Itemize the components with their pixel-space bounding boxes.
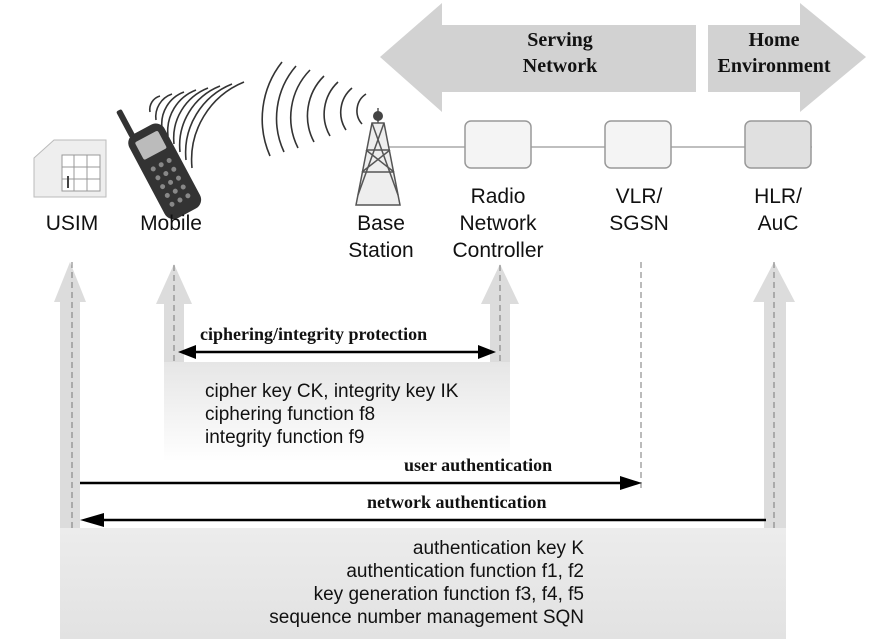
radio-block-line3: integrity function f9 (205, 427, 365, 448)
serving-network-label: Serving Network (500, 27, 620, 79)
auth-block-line2: authentication function f1, f2 (346, 561, 584, 582)
mobile-label: Mobile (128, 210, 214, 237)
hlr-line1: HLR/ (754, 185, 802, 208)
home-label-line2: Environment (717, 55, 831, 77)
sim-card-icon (33, 139, 107, 198)
home-environment-label: Home Environment (708, 27, 840, 79)
auth-block-line3: key generation function f3, f4, f5 (313, 584, 584, 605)
rnc-line2: Network (459, 212, 537, 235)
network-authentication-arrow (80, 513, 766, 527)
vlr-line1: VLR/ (615, 185, 663, 208)
mobile-label-text: Mobile (140, 212, 202, 235)
base-station-line2: Station (348, 239, 414, 262)
hlr-label: HLR/ AuC (735, 183, 821, 237)
mobile-phone-icon (116, 109, 202, 220)
usim-label-text: USIM (45, 212, 99, 235)
network-authentication-label: network authentication (367, 492, 547, 512)
hlr-line2: AuC (757, 212, 799, 235)
rnc-node (464, 120, 532, 169)
radio-block-line1: cipher key CK, integrity key IK (205, 381, 459, 402)
base-station-label: Base Station (336, 210, 426, 264)
user-authentication-label: user authentication (404, 455, 553, 475)
base-station-radio-waves (261, 61, 367, 157)
rnc-line3: Controller (452, 239, 544, 262)
home-environment-arrow (708, 3, 866, 112)
mobile-radio-waves (148, 81, 245, 169)
serving-network-arrow (380, 3, 696, 112)
radio-shaft (156, 264, 519, 462)
serving-label-line1: Serving (527, 29, 593, 51)
base-station-line1: Base (357, 212, 405, 235)
auth-block-line1: authentication key K (412, 538, 584, 559)
ciphering-arrow (178, 345, 496, 359)
radio-security-block: cipher key CK, integrity key IK cipherin… (205, 380, 458, 449)
usim-label: USIM (32, 210, 112, 237)
radio-tower-icon (355, 108, 401, 206)
serving-label-line2: Network (522, 55, 598, 77)
home-label-line1: Home (748, 29, 800, 51)
rnc-line1: Radio (470, 185, 526, 208)
ciphering-label: ciphering/integrity protection (200, 324, 428, 344)
vlr-line2: SGSN (609, 212, 669, 235)
rnc-label: Radio Network Controller (438, 183, 558, 264)
authentication-block: authentication key K authentication func… (150, 537, 584, 629)
auth-block-line4: sequence number management SQN (269, 607, 584, 628)
radio-block-line2: ciphering function f8 (205, 404, 376, 425)
vlr-node (604, 120, 672, 169)
vlr-label: VLR/ SGSN (596, 183, 682, 237)
user-authentication-arrow (80, 476, 642, 490)
dashed-lines (71, 262, 775, 530)
hlr-node (744, 120, 812, 169)
